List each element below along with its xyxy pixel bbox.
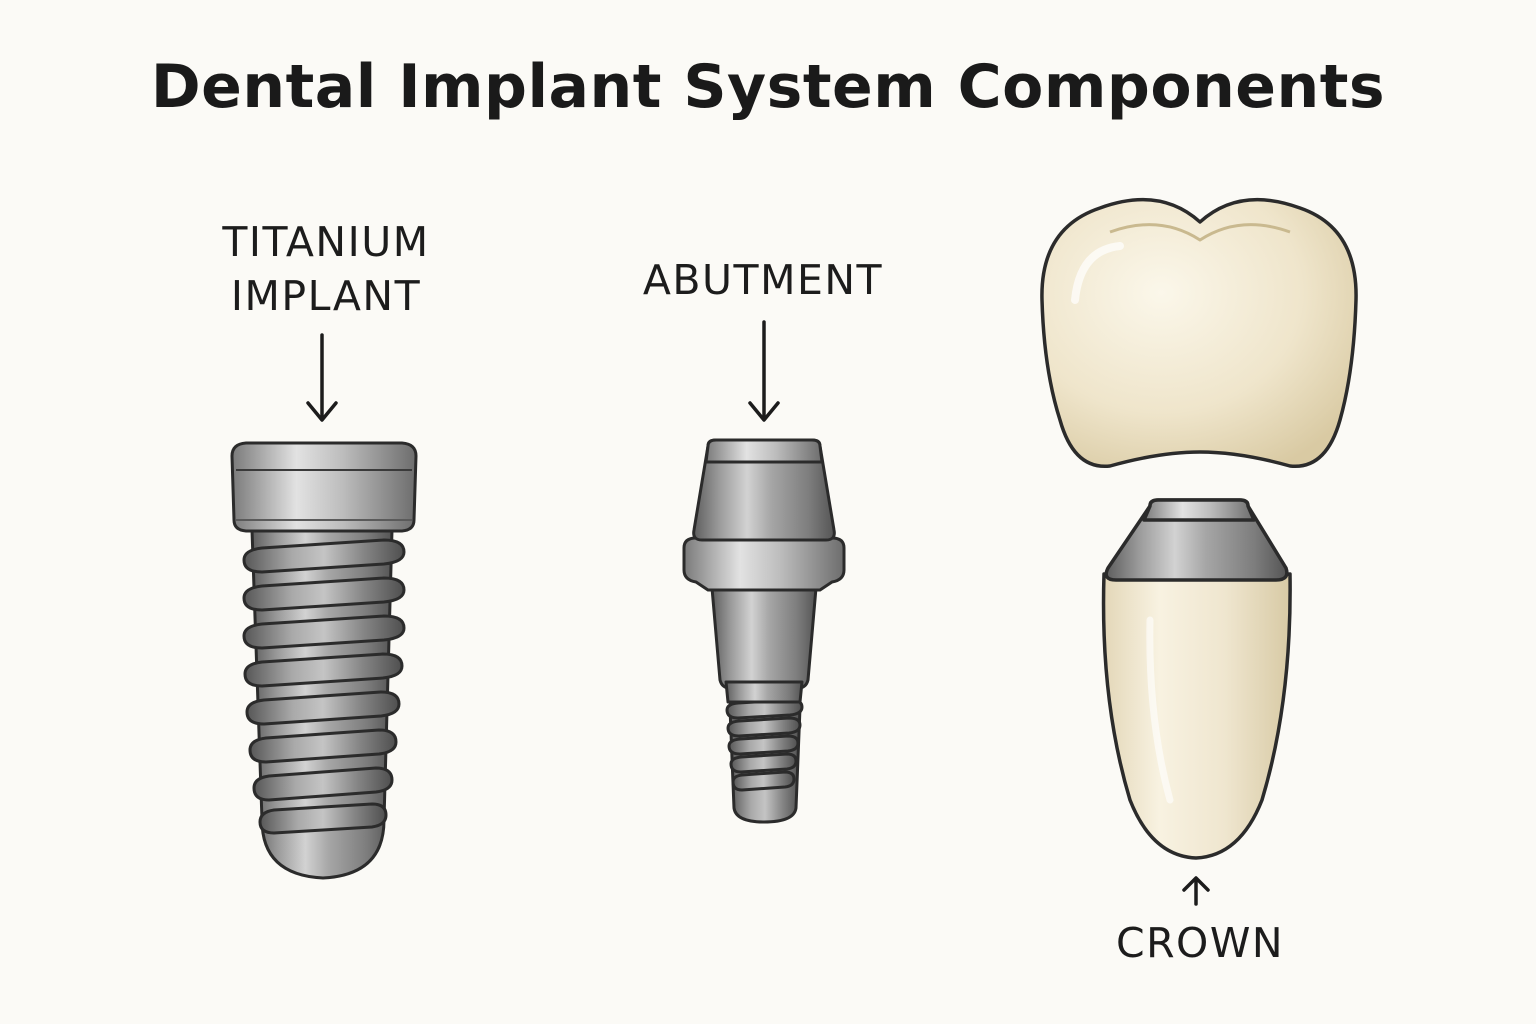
abutment-image [682,438,846,824]
label-titanium-implant: TITANIUM IMPLANT [176,215,476,323]
arrow-abutment [748,320,780,422]
label-titanium-implant-line-1: TITANIUM [222,218,430,266]
titanium-implant-image [230,441,418,880]
label-crown: CROWN [1115,919,1285,967]
crown-abutment-root-image [1101,498,1292,860]
diagram-title: Dental Implant System Components [150,52,1386,122]
label-abutment: ABUTMENT [642,256,884,304]
crown-cap-image [1040,197,1358,469]
label-titanium-implant-line-2: IMPLANT [230,272,422,320]
arrow-crown [1182,876,1210,906]
arrow-implant [306,333,338,422]
